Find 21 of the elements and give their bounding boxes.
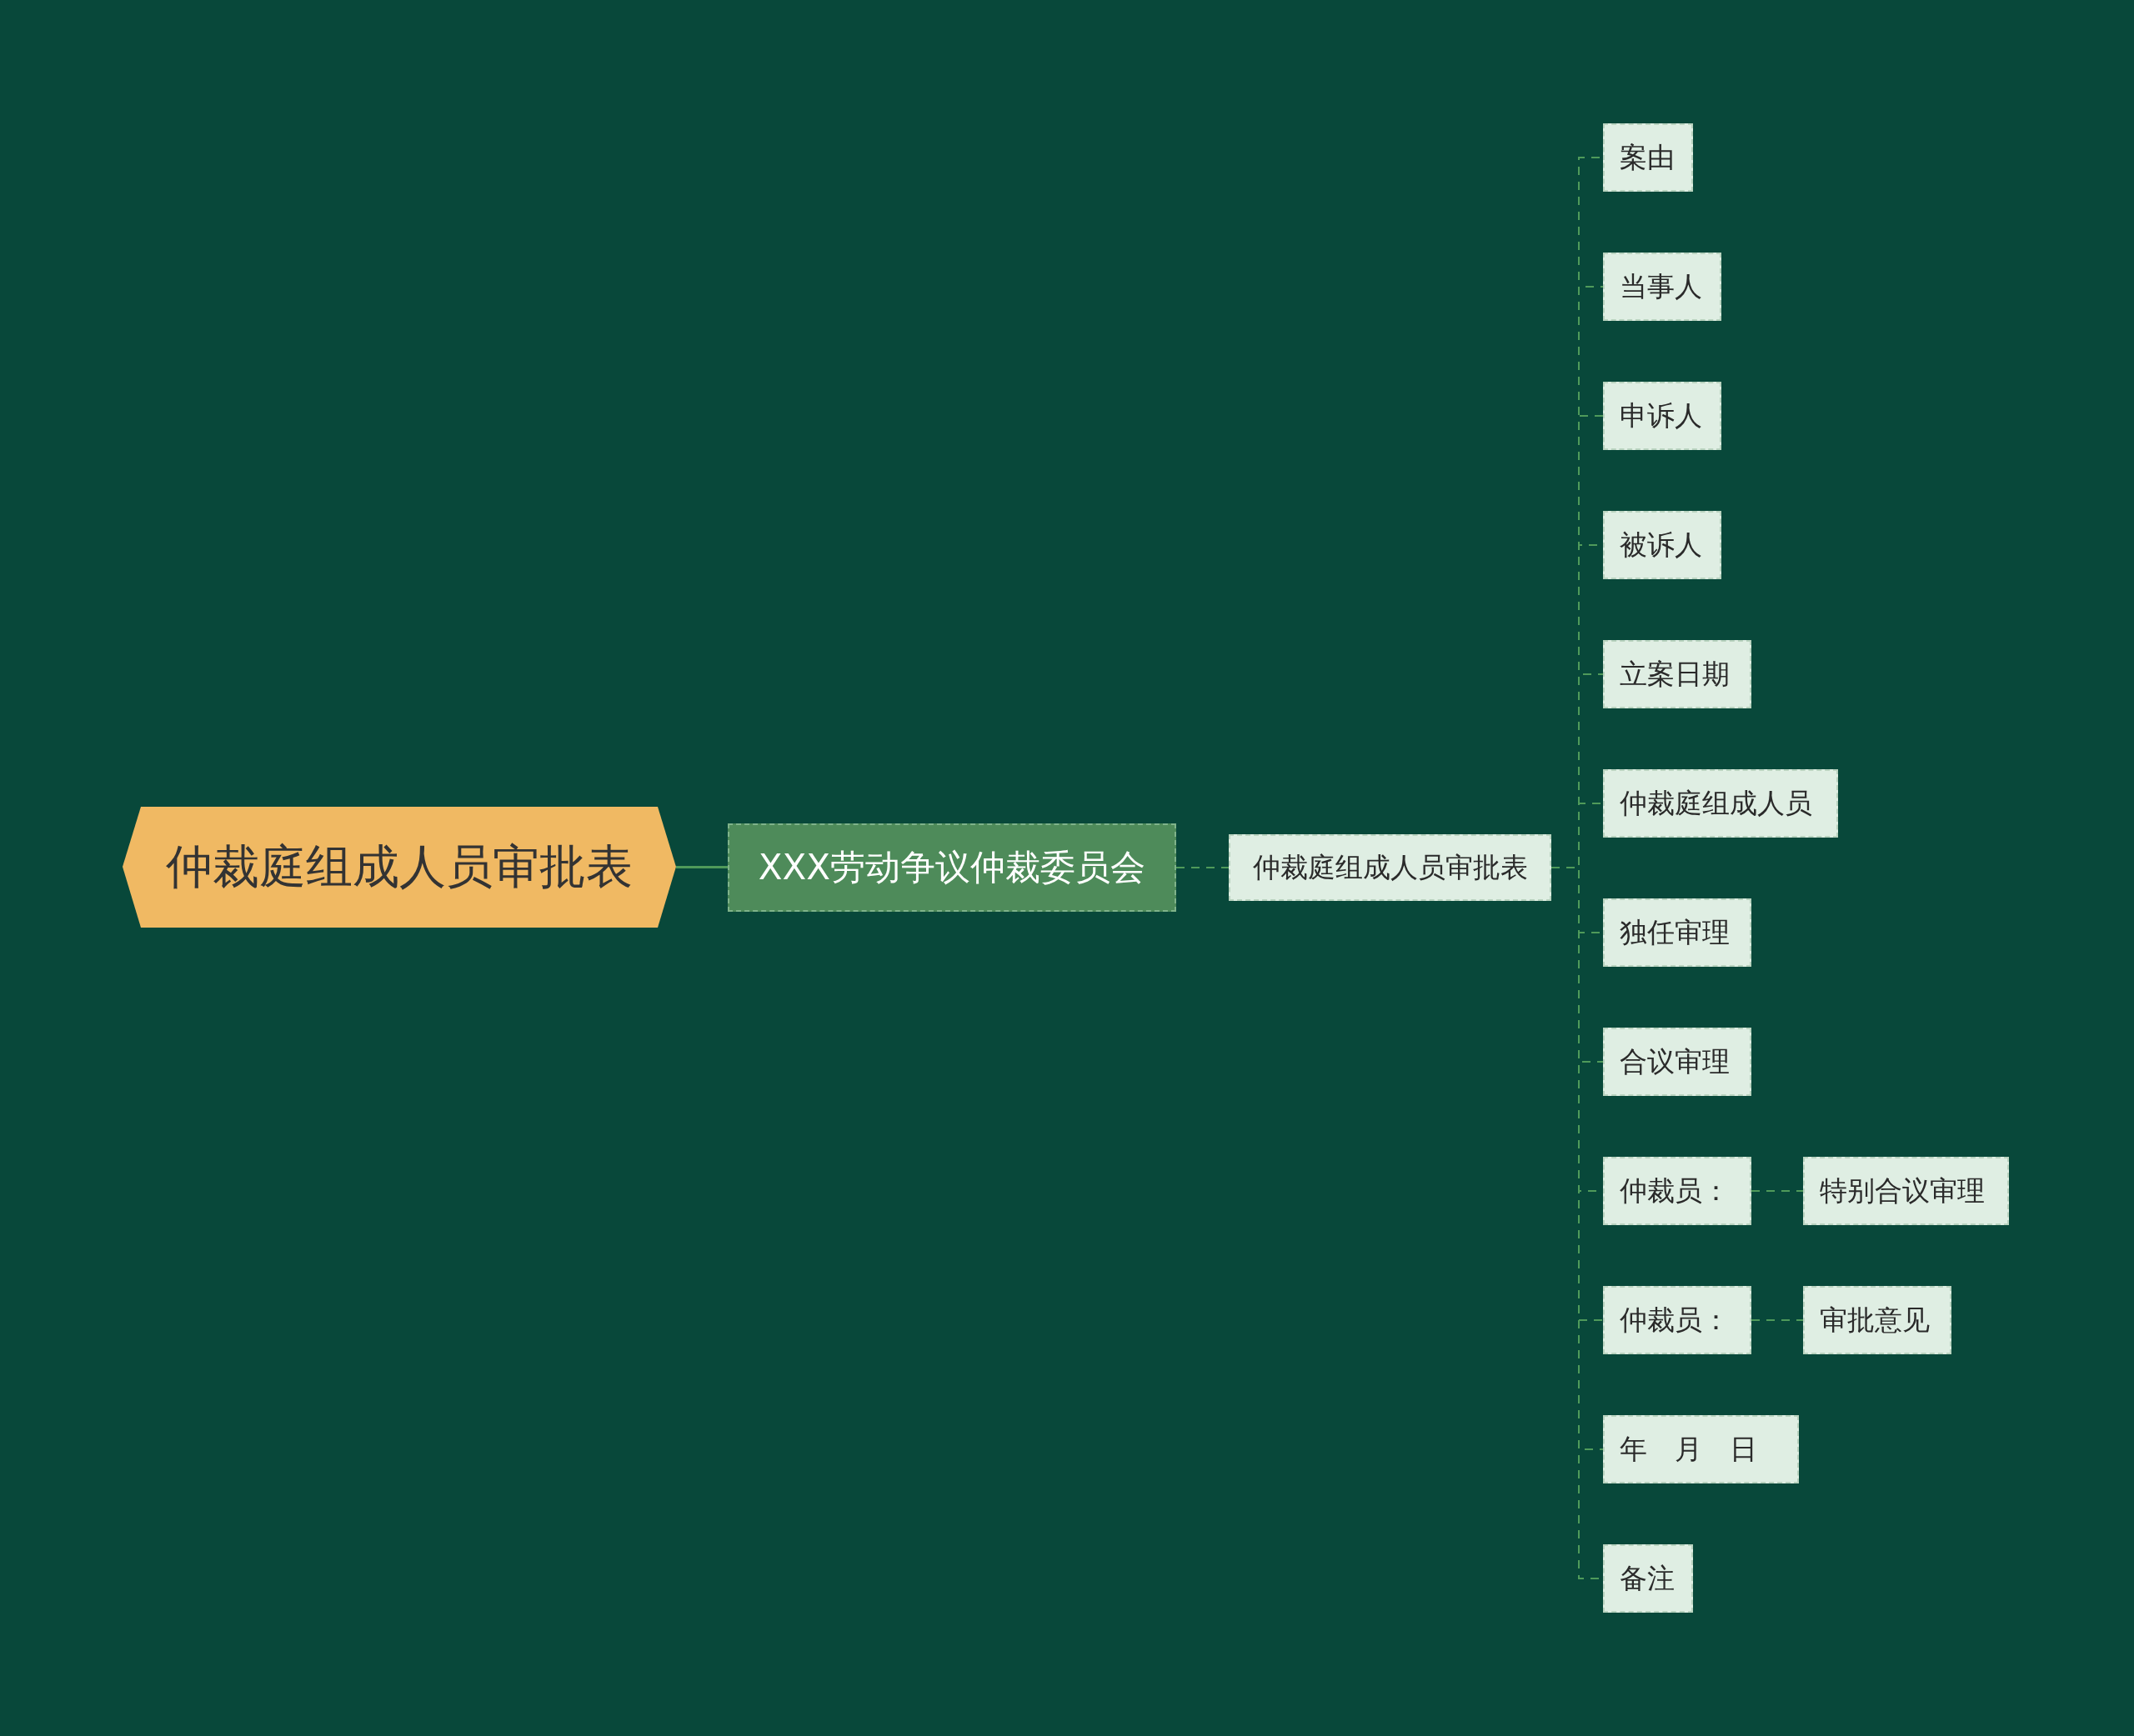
item-box: 申诉人 xyxy=(1603,382,1721,450)
topic-box: XXX劳动争议仲裁委员会 xyxy=(728,823,1176,912)
connector-line xyxy=(1175,867,1230,868)
item-box: 特别合议审理 xyxy=(1803,1157,2009,1225)
item-box: 仲裁庭组成人员 xyxy=(1603,769,1838,838)
item-box: 合议审理 xyxy=(1603,1028,1751,1096)
connector-line xyxy=(1751,1319,1804,1321)
item-box: 年 月 日 xyxy=(1603,1415,1799,1483)
item-box: 审批意见 xyxy=(1803,1286,1951,1354)
item-box: 被诉人 xyxy=(1603,511,1721,579)
item-box: 备注 xyxy=(1603,1544,1693,1613)
item-box: 仲裁员： xyxy=(1603,1157,1751,1225)
item-box: 当事人 xyxy=(1603,253,1721,321)
item-box: 仲裁员： xyxy=(1603,1286,1751,1354)
connector-line xyxy=(1751,1190,1804,1192)
item-box: 独任审理 xyxy=(1603,898,1751,967)
connector-line xyxy=(676,866,728,868)
item-box: 案由 xyxy=(1603,123,1693,192)
root-topic-hexagon: 仲裁庭组成人员审批表 xyxy=(123,807,676,928)
subtopic-box: 仲裁庭组成人员审批表 xyxy=(1229,834,1551,901)
item-box: 立案日期 xyxy=(1603,640,1751,708)
